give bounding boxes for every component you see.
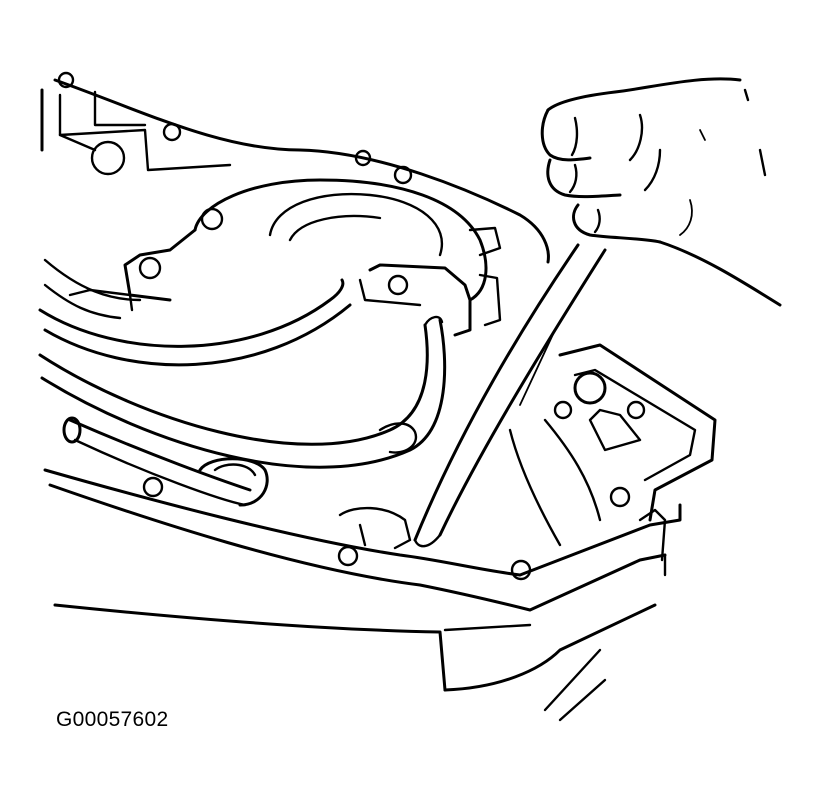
fluid-tubes	[38, 258, 447, 469]
filter-components	[62, 416, 418, 550]
pry-tool	[413, 243, 607, 548]
oil-pan-body	[53, 603, 657, 722]
figure-caption: G00057602	[56, 708, 169, 731]
valve-body-cover	[123, 178, 502, 337]
hand	[540, 77, 782, 307]
oil-pan-flange	[43, 343, 717, 612]
transmission-case-flange	[40, 71, 550, 264]
